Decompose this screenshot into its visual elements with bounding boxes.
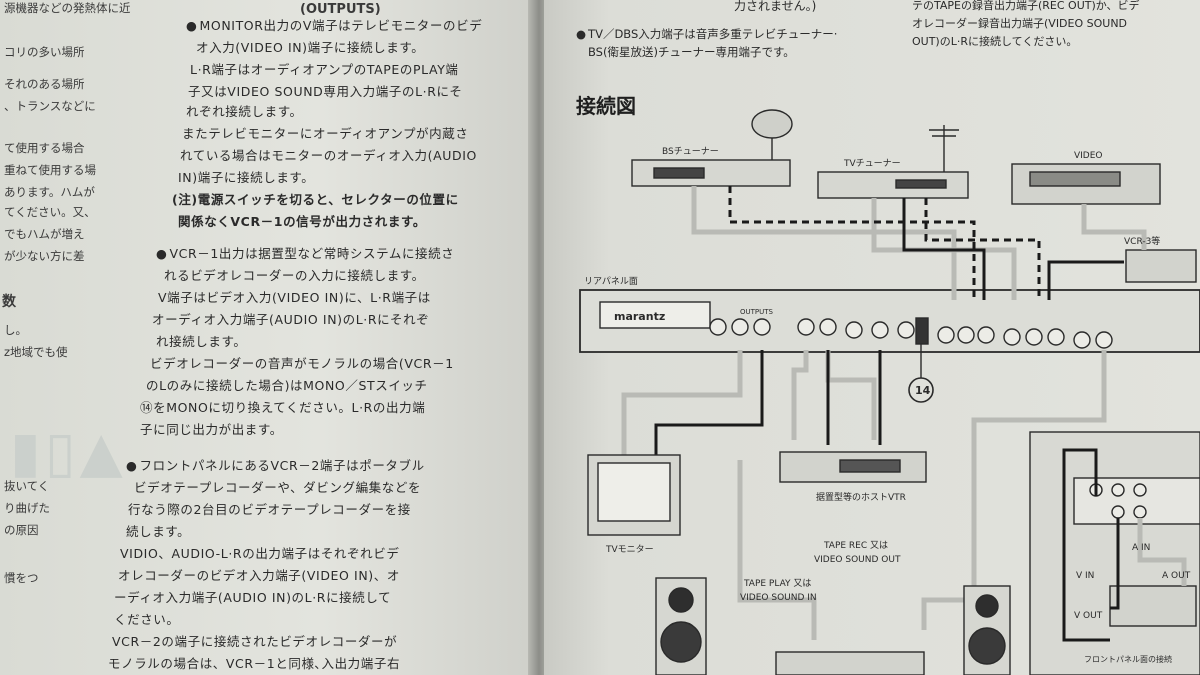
watermark-shape: ▮▯▲ [10,420,127,485]
instruction-line: VCR－2の端子に接続されたビデオレコーダーが [112,634,398,649]
tape-play-label: TAPE PLAY 又は [743,578,811,589]
tv-note-line-2: BS(衛星放送)チューナー専用端子です。 [588,45,795,59]
instruction-line: VCR－1出力は据置型など常時システムに接続さ [156,246,454,262]
left-fragment-line: り曲げた [4,501,50,515]
instruction-line: MONITOR出力のV端子はテレビモニターのビデ [186,18,482,34]
a-in-label: A IN [1132,543,1150,553]
left-fragment-line: て使用する場合 [4,141,85,155]
left-fragment-line: あります。ハムが [4,185,95,199]
instruction-line: ビデオテープレコーダーや、ダビング編集などを [134,480,422,495]
left-fragment-line: コリの多い場所 [4,45,85,59]
brand-logo: marantz [614,310,665,323]
amplifier-unit [775,651,925,675]
rear-panel-label: リアパネル面 [584,276,638,287]
instruction-line: ビデオレコーダーの音声がモノラルの場合(VCR－1 [150,356,454,371]
instruction-line: オレコーダーのビデオ入力端子(VIDEO IN)、オ [118,568,400,583]
instruction-line: れている場合はモニターのオーディオ入力(AUDIO [180,148,477,163]
tv-tuner-label: TVチューナー [843,158,901,169]
tv-antenna [929,125,959,172]
instruction-line: 子又はVIDEO SOUND専用入力端子のL·Rにそ [188,84,463,99]
top-partial-text: 力されません。) [734,0,817,13]
left-fragment-line: それのある場所 [4,77,85,91]
tape-rec-label: TAPE REC 又は [823,540,888,551]
instruction-line: IN)端子に接続します。 [178,170,315,185]
left-fragment-line: てください。又、 [4,205,96,219]
instruction-line: のLのみに接続した場合)はMONO／STスイッチ [146,378,428,393]
tv-monitor-label: TVモニター [605,544,654,555]
instruction-line: フロントパネルにあるVCR－2端子はポータブル [126,458,425,474]
portable-vcr-unit [1109,585,1197,627]
left-fragment-line: 、トランスなどに [4,99,96,113]
instruction-line: (注)電源スイッチを切ると、セレクターの位置に [172,192,459,207]
v-out-label: V OUT [1074,611,1103,621]
rear-jacks [709,318,1113,349]
instruction-line: 子に同じ出力が出ます。 [140,422,283,437]
front-panel-label: フロントパネル面の接続 [1084,654,1172,664]
left-speaker [655,577,707,675]
right-note-line-3: OUT)のL·Rに接続してください。 [912,35,1078,48]
instruction-line: 関係なくVCR－1の信号が出力されます。 [178,214,426,229]
tv-note-line-1: TV／DBS入力端子は音声多重テレビチューナー· [576,26,837,42]
section-heading: (OUTPUTS) [300,2,381,17]
video-sound-out-label: VIDEO SOUND OUT [814,555,901,565]
a-out-label: A OUT [1162,571,1191,581]
vcr3-label: VCR-3等 [1124,235,1160,247]
left-fragment-line: 抜いてく [4,479,50,493]
right-note-line-2: オレコーダー録音出力端子(VIDEO SOUND [912,17,1128,30]
right-speaker [963,585,1011,675]
instruction-line: オ入力(VIDEO IN)端子に接続します。 [196,40,425,55]
v-in-label: V IN [1076,571,1094,581]
left-page: (OUTPUTS) ▮▯▲ 源機器などの発熱体に近コリの多い場所それのある場所、… [0,0,536,675]
outputs-label: OUTPUTS [740,308,774,316]
instruction-line: モノラルの場合は、VCR－1と同様､入出力端子右 [108,656,401,671]
instruction-line: V端子はビデオ入力(VIDEO IN)に、L·R端子は [158,290,431,305]
callout-14: 14 [915,384,931,397]
left-fragment-line: 慣をつ [4,571,39,585]
bs-tuner-label: BSチューナー [662,146,719,157]
vcr3-unit [1125,249,1197,283]
instruction-line: 行なう際の2台目のビデオテープレコーダーを接 [128,502,411,517]
left-fragment-line: 源機器などの発熱体に近 [4,1,131,15]
instruction-line: れ接続します。 [156,334,247,349]
instruction-line: オーディオ入力端子(AUDIO IN)のL·Rにそれぞ [152,312,430,327]
instruction-line: L·R端子はオーディオアンプのTAPEのPLAY端 [190,62,459,77]
left-fragment-line: でもハムが増え [4,227,85,241]
video-sound-in-label: VIDEO SOUND IN [740,593,817,603]
diagram-title: 接続図 [576,94,636,118]
left-fragment-line: の原因 [4,523,39,537]
right-note-line-1: テのTAPEの録音出力端子(REC OUT)か、ビデ [912,0,1140,12]
video-label: VIDEO [1074,151,1103,161]
left-fragment-line: 重ねて使用する場 [4,163,96,177]
instruction-line: VIDIO、AUDIO-L·Rの出力端子はそれぞれビデ [120,546,400,561]
left-fragment-line: 数 [2,294,16,310]
front-panel-inset [1029,431,1200,675]
connection-diagram: BSチューナー TVチューナー VIDEO VCR-3等 リアパネル面 mara… [579,109,1200,675]
instruction-line: れぞれ接続します。 [186,104,303,119]
right-page: 力されません。) TV／DBS入力端子は音声多重テレビチューナー· BS(衛星放… [544,0,1200,675]
instruction-line: ーディオ入力端子(AUDIO IN)のL·Rに接続して [114,590,392,605]
instruction-line: ください。 [114,612,180,627]
instruction-line: ⑭をMONOに切り換えてください。L·Rの出力端 [140,400,426,415]
satellite-dish [751,109,793,139]
instruction-line: 続します。 [126,524,191,539]
home-vtr-label: 据置型等のホストVTR [816,491,906,503]
left-fragment-line: し。 [4,323,27,337]
left-fragment-line: z地域でも使 [4,345,68,359]
instruction-line: れるビデオレコーダーの入力に接続します。 [164,268,425,283]
instruction-line: またテレビモニターにオーディオアンプが内蔵さ [182,126,469,141]
left-fragment-line: が少ない方に差 [4,249,85,263]
